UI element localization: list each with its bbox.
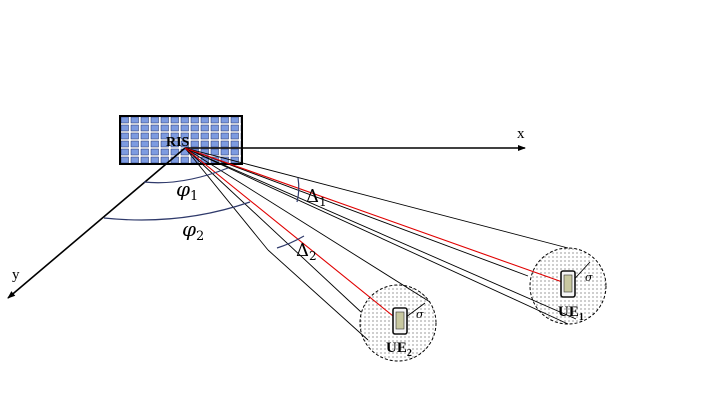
x-axis-label: x xyxy=(517,126,525,142)
phi1-label: φ1 xyxy=(176,177,198,204)
phone-icon-ue2 xyxy=(392,307,408,335)
sigma1-label: σ xyxy=(585,271,593,284)
phi2-arc xyxy=(103,201,251,221)
delta2-arc xyxy=(276,235,305,249)
beam-ue1 xyxy=(184,147,577,325)
ris-panel xyxy=(119,115,243,165)
y-axis xyxy=(7,147,186,299)
beam-ue1-center xyxy=(184,147,569,285)
sigma2-label: σ xyxy=(416,308,424,321)
beam-ue2 xyxy=(184,147,431,341)
beam-ue2-center xyxy=(184,147,399,321)
delta1-label: Δ1 xyxy=(306,186,327,209)
phi1-arc xyxy=(143,167,229,184)
ue2-label: UE2 xyxy=(386,340,412,359)
ue1-label: UE1 xyxy=(558,304,584,323)
phone-icon-ue1 xyxy=(560,270,576,298)
ris-label: RIS xyxy=(166,135,190,150)
delta1-arc xyxy=(296,177,300,203)
phi2-label: φ2 xyxy=(182,217,204,244)
y-axis-label: y xyxy=(12,267,20,283)
delta2-label: Δ2 xyxy=(296,240,317,263)
